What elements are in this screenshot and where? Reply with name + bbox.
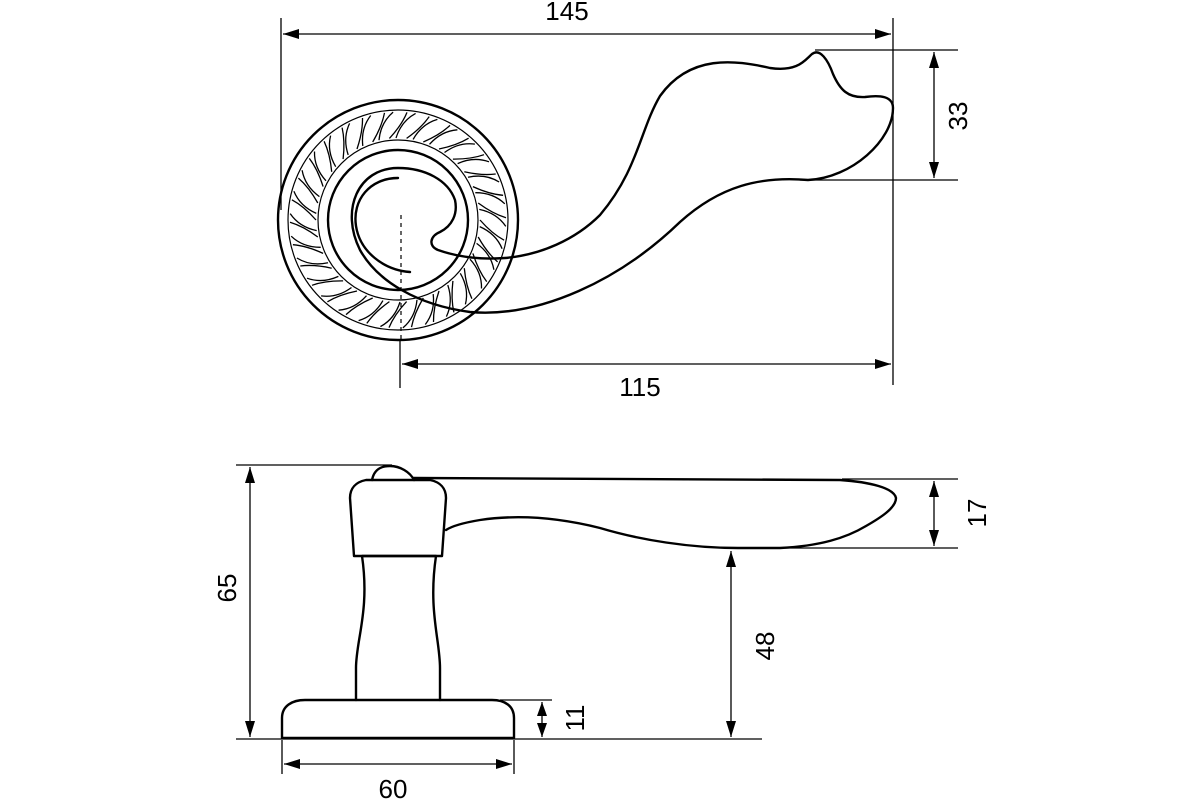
dim-145-label: 145 bbox=[545, 0, 588, 26]
dim-65-arrow-bottom bbox=[245, 721, 255, 737]
rope-twist bbox=[444, 143, 475, 154]
dim-115-arrow-left bbox=[402, 359, 418, 369]
rope-twist bbox=[472, 186, 504, 196]
rope-twist bbox=[306, 275, 339, 282]
dim-115-arrow-right bbox=[875, 359, 891, 369]
rope-twist bbox=[423, 124, 451, 143]
rope-twist bbox=[429, 129, 458, 145]
neck-inner-curve bbox=[354, 176, 412, 274]
rope-twist bbox=[395, 112, 416, 139]
rope-twist bbox=[452, 154, 485, 160]
rope-twist bbox=[345, 297, 373, 316]
rope-twist bbox=[289, 221, 319, 238]
rope-twist bbox=[476, 242, 495, 270]
rope-twist bbox=[308, 158, 324, 187]
rope-twist bbox=[328, 135, 337, 168]
dim-17-arrow-top bbox=[929, 481, 939, 497]
dim-11-arrow-top bbox=[537, 702, 547, 716]
dim-145-arrow-left bbox=[283, 29, 299, 39]
rope-twist bbox=[345, 123, 351, 156]
rope-twist bbox=[406, 116, 430, 139]
rope-twist bbox=[477, 202, 507, 219]
rope-twist bbox=[361, 115, 372, 146]
neck-outer-circle bbox=[326, 148, 470, 292]
rope-twist bbox=[479, 219, 505, 241]
dim-11-arrow-bottom bbox=[537, 723, 547, 737]
rope-twist bbox=[372, 112, 386, 143]
dim-65-arrow-top bbox=[245, 467, 255, 483]
rope-twist bbox=[296, 257, 329, 265]
rope-twist bbox=[300, 264, 332, 269]
rope-twist bbox=[388, 301, 408, 328]
top-view: 145 33 115 bbox=[276, 0, 973, 402]
rope-twist bbox=[402, 299, 418, 329]
rope-twist bbox=[313, 151, 327, 182]
rope-twist bbox=[464, 171, 496, 176]
dim-115-label: 115 bbox=[619, 372, 660, 402]
side-view: 65 17 48 11 60 bbox=[212, 464, 992, 800]
dim-33-arrow-bottom bbox=[929, 162, 939, 178]
rose-rope-inner-circle bbox=[317, 139, 479, 301]
rope-twist bbox=[457, 158, 490, 165]
side-lever-outline bbox=[412, 476, 898, 550]
rope-twist bbox=[424, 294, 435, 325]
rope-twist bbox=[380, 301, 401, 328]
rope-twist bbox=[341, 127, 345, 160]
rope-twist bbox=[358, 300, 384, 322]
dim-11-label: 11 bbox=[560, 705, 590, 732]
dim-17-arrow-bottom bbox=[929, 530, 939, 546]
rose-rope-pattern bbox=[289, 111, 507, 329]
dim-17-label: 17 bbox=[962, 499, 992, 528]
rope-twist bbox=[410, 297, 424, 328]
rope-twist bbox=[292, 244, 324, 254]
rope-twist bbox=[289, 213, 317, 232]
dim-33-label: 33 bbox=[943, 102, 973, 131]
rope-twist bbox=[327, 290, 358, 303]
dim-33-arrow-top bbox=[929, 52, 939, 68]
rope-twist bbox=[432, 290, 440, 323]
rose-outer-circle bbox=[276, 98, 520, 342]
rope-twist bbox=[463, 268, 473, 299]
side-rose-base bbox=[280, 698, 516, 740]
dim-60-label: 60 bbox=[379, 774, 408, 800]
lever-top-outline bbox=[350, 51, 895, 314]
rope-twist bbox=[467, 175, 500, 183]
rope-twist bbox=[378, 111, 394, 141]
rope-twist bbox=[412, 118, 438, 140]
dim-60-arrow-right bbox=[496, 759, 512, 769]
dim-145-arrow-right bbox=[875, 29, 891, 39]
rope-twist bbox=[290, 235, 321, 248]
rope-twist bbox=[479, 208, 507, 227]
rope-twist bbox=[356, 117, 364, 150]
rope-twist bbox=[338, 295, 367, 311]
side-collar bbox=[348, 478, 448, 558]
rope-twist bbox=[301, 170, 320, 198]
side-neck bbox=[354, 554, 442, 702]
rope-twist bbox=[438, 137, 469, 150]
dim-60-arrow-left bbox=[284, 759, 300, 769]
rope-twist bbox=[297, 177, 319, 204]
dim-48-label: 48 bbox=[750, 632, 780, 661]
rope-twist bbox=[459, 272, 468, 305]
rope-twist bbox=[291, 199, 317, 221]
rose-rope-outer-circle bbox=[287, 109, 509, 331]
rope-twist bbox=[321, 286, 352, 297]
dim-48-arrow-bottom bbox=[726, 721, 736, 737]
rope-twist bbox=[469, 258, 483, 289]
rope-twist bbox=[366, 301, 390, 324]
dim-48-arrow-top bbox=[726, 551, 736, 567]
rope-twist bbox=[479, 226, 503, 249]
rope-twist bbox=[388, 112, 408, 139]
side-cap bbox=[370, 464, 416, 482]
rope-twist bbox=[451, 280, 455, 313]
rope-twist bbox=[293, 191, 317, 214]
rope-twist bbox=[311, 280, 344, 286]
dim-65-label: 65 bbox=[212, 574, 242, 603]
rope-twist bbox=[472, 253, 488, 282]
rope-twist bbox=[477, 236, 499, 263]
rope-twist bbox=[323, 141, 333, 172]
rope-twist bbox=[475, 192, 506, 205]
rope-twist bbox=[445, 284, 451, 317]
